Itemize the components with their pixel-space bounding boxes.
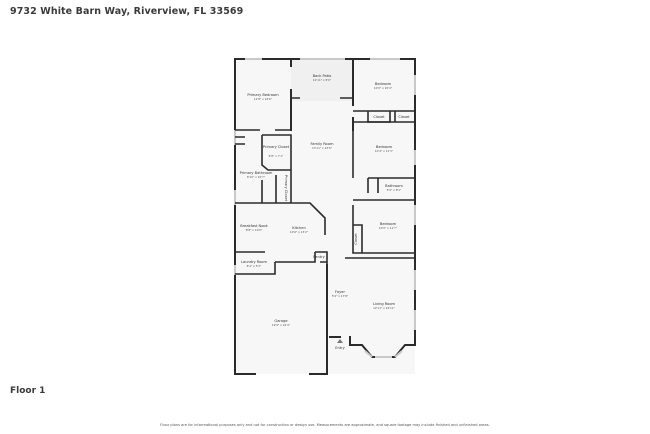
svg-text:Living Room: Living Room — [373, 302, 396, 306]
svg-text:5'0" x 8'1": 5'0" x 8'1" — [387, 188, 402, 192]
svg-text:Bedroom: Bedroom — [376, 145, 393, 149]
svg-text:12'11" x 22'11": 12'11" x 22'11" — [373, 306, 395, 310]
floor-fill — [235, 59, 415, 374]
room-living-room: Living Room 12'11" x 22'11" — [373, 302, 396, 310]
room-laundry-room: Laundry Room 8'4" x 5'3" — [241, 260, 268, 268]
svg-text:Bedroom: Bedroom — [375, 82, 392, 86]
svg-text:19'9" x 22'4": 19'9" x 22'4" — [272, 323, 291, 327]
room-kitchen: Kitchen 10'6" x 13'2" — [290, 226, 309, 234]
svg-text:8'8" x 10'0": 8'8" x 10'0" — [246, 228, 263, 232]
room-back-patio: Back Patio 12'11" x 8'0" — [313, 74, 332, 82]
svg-text:Laundry Room: Laundry Room — [241, 260, 268, 264]
svg-text:Primary Closet: Primary Closet — [284, 175, 288, 202]
room-closet-3: Closet — [354, 233, 358, 245]
svg-text:Pantry: Pantry — [313, 255, 325, 259]
disclaimer: Floor plans are for informational purpos… — [160, 423, 490, 427]
property-address: 9732 White Barn Way, Riverview, FL 33569 — [10, 6, 244, 17]
svg-text:Closet: Closet — [373, 115, 385, 119]
room-foyer: Foyer 5'6" x 17'8" — [332, 290, 349, 298]
svg-text:Primary Closet: Primary Closet — [263, 145, 290, 149]
room-primary-bathroom: Primary Bathroom 8'10" x 10'7" — [240, 171, 273, 179]
entry-arrow-icon — [337, 339, 343, 343]
room-breakfast-nook: Breakfast Nook 8'8" x 10'0" — [240, 224, 268, 232]
svg-text:Breakfast Nook: Breakfast Nook — [240, 224, 268, 228]
svg-text:13'11" x 23'9": 13'11" x 23'9" — [312, 146, 333, 150]
svg-text:Primary Bathroom: Primary Bathroom — [240, 171, 273, 175]
svg-text:Entry: Entry — [335, 346, 345, 350]
svg-text:Primary Bedroom: Primary Bedroom — [247, 93, 279, 97]
svg-text:Back Patio: Back Patio — [313, 74, 332, 78]
room-bedroom-2: Bedroom 10'4" x 11'3" — [375, 145, 394, 153]
svg-text:8'4" x 5'3": 8'4" x 5'3" — [247, 264, 262, 268]
svg-text:10'0" x 10'4": 10'0" x 10'4" — [374, 86, 393, 90]
room-entry: Entry — [335, 339, 346, 350]
svg-text:Closet: Closet — [354, 233, 358, 245]
room-bedroom-3: Bedroom 10'0" x 11'7" — [379, 222, 398, 230]
svg-text:10'4" x 11'3": 10'4" x 11'3" — [375, 149, 394, 153]
svg-text:Bathroom: Bathroom — [385, 184, 403, 188]
svg-text:Kitchen: Kitchen — [292, 226, 306, 230]
svg-text:6'8" x 7'1": 6'8" x 7'1" — [269, 154, 284, 158]
svg-text:Closet: Closet — [398, 115, 410, 119]
room-primary-bedroom: Primary Bedroom 12'8" x 16'6" — [247, 93, 279, 101]
room-primary-closet: Primary Closet 6'8" x 7'1" — [263, 145, 290, 158]
svg-text:5'6" x 17'8": 5'6" x 17'8" — [332, 294, 349, 298]
room-family-room: Family Room 13'11" x 23'9" — [311, 142, 334, 150]
svg-text:12'8" x 16'6": 12'8" x 16'6" — [254, 97, 273, 101]
svg-text:12'11" x 8'0": 12'11" x 8'0" — [313, 78, 332, 82]
svg-text:Bedroom: Bedroom — [380, 222, 397, 226]
room-bathroom: Bathroom 5'0" x 8'1" — [385, 184, 403, 192]
svg-text:10'0" x 11'7": 10'0" x 11'7" — [379, 226, 398, 230]
room-closet-1: Closet — [373, 115, 385, 119]
svg-text:Foyer: Foyer — [335, 290, 345, 294]
room-closet-2: Closet — [398, 115, 410, 119]
room-bedroom-1: Bedroom 10'0" x 10'4" — [374, 82, 393, 90]
interior-walls — [235, 58, 415, 275]
svg-text:Garage: Garage — [274, 319, 288, 323]
room-garage: Garage 19'9" x 22'4" — [272, 319, 291, 327]
svg-text:8'10" x 10'7": 8'10" x 10'7" — [247, 175, 266, 179]
svg-text:Family Room: Family Room — [311, 142, 334, 146]
floor-label: Floor 1 — [10, 386, 46, 396]
svg-text:10'6" x 13'2": 10'6" x 13'2" — [290, 230, 309, 234]
room-pantry: Pantry — [313, 255, 325, 259]
room-primary-closet-2: Primary Closet — [284, 175, 288, 202]
